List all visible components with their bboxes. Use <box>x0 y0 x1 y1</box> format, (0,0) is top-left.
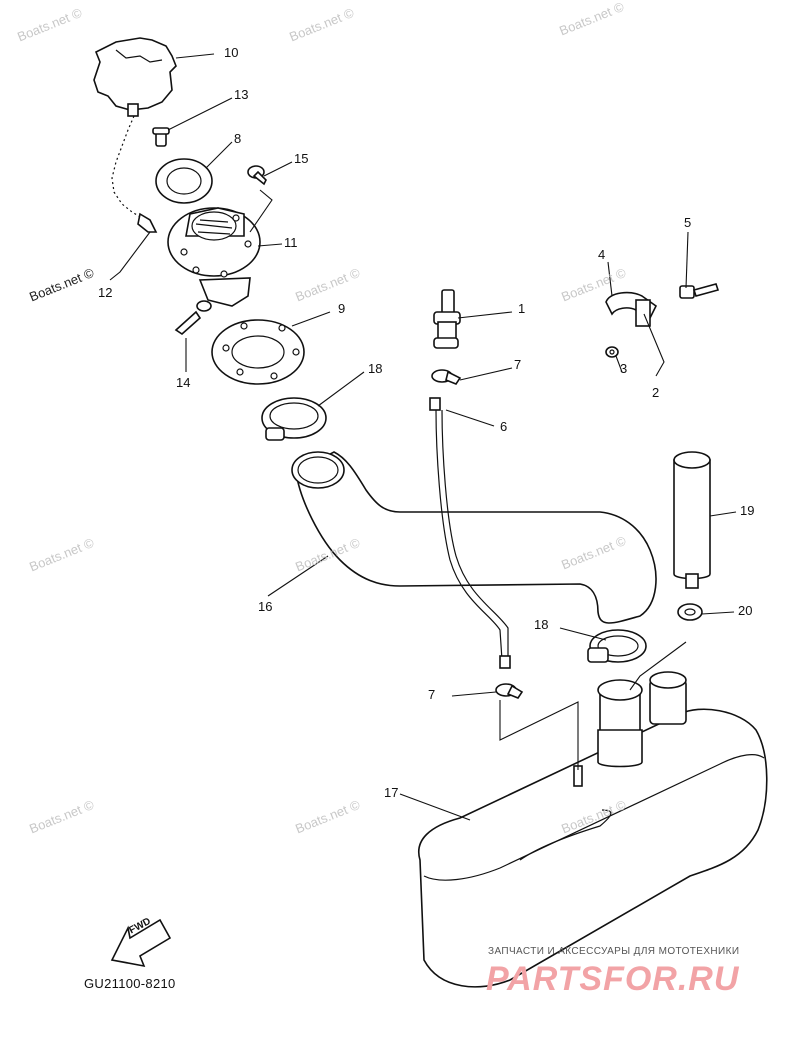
washer-part-3 <box>605 346 619 358</box>
brand-tagline: ЗАПЧАСТИ И АКСЕССУАРЫ ДЛЯ МОТОТЕХНИКИ <box>488 946 740 957</box>
fitting-part-1 <box>433 289 461 349</box>
bracket-part-4 <box>605 291 658 327</box>
hose-clamp-part-18-upper <box>261 397 327 441</box>
callout-2: 2 <box>652 385 660 400</box>
callout-4: 4 <box>598 247 606 262</box>
callout-7-upper: 7 <box>514 357 522 372</box>
screw-part-16 <box>247 165 267 186</box>
grommet-part-20 <box>677 603 703 621</box>
flange-gasket-part-10 <box>211 319 305 385</box>
callout-17: 16 <box>258 599 273 614</box>
callout-9: 8 <box>234 131 242 146</box>
callout-8: 17 <box>384 785 399 800</box>
gasket-part-9 <box>155 158 213 204</box>
brand-logo: PARTSFOR.RU <box>486 960 740 998</box>
clip-part-7-lower <box>495 683 524 699</box>
callout-18-lower: 18 <box>534 617 549 632</box>
callout-3: 3 <box>620 361 628 376</box>
callout-12: 11 <box>284 235 298 250</box>
callout-5: 5 <box>684 215 692 230</box>
pipe-part-19 <box>673 451 711 589</box>
callout-20: 20 <box>738 603 753 618</box>
screw-part-15 <box>174 300 212 336</box>
callout-7-lower: 7 <box>428 687 436 702</box>
fuel-tank-part-8 <box>418 671 768 988</box>
callout-16: 15 <box>294 151 309 166</box>
fuel-cap-part-11 <box>93 37 177 117</box>
screw-part-14 <box>152 127 170 147</box>
callout-1: 1 <box>518 301 526 316</box>
leader-lines <box>109 53 737 821</box>
callout-13: 12 <box>98 285 113 300</box>
filler-hose-part-17 <box>291 451 657 624</box>
callout-14: 13 <box>234 87 249 102</box>
bead-chain-part-13 <box>111 115 158 233</box>
fwd-arrow-icon <box>110 918 172 968</box>
callout-10: 9 <box>338 301 346 316</box>
filler-neck-part-12 <box>167 207 261 307</box>
callout-6: 6 <box>500 419 508 434</box>
callout-15: 14 <box>176 375 191 390</box>
callout-19: 19 <box>740 503 755 518</box>
hose-clamp-part-18-lower <box>587 629 647 663</box>
clip-part-7-upper <box>431 369 462 385</box>
bolt-part-5 <box>679 283 720 299</box>
callout-11: 10 <box>224 45 239 60</box>
diagram-code: GU21100-8210 <box>84 976 176 991</box>
breather-tube-part-6 <box>429 397 511 669</box>
callout-18-upper: 18 <box>368 361 383 376</box>
